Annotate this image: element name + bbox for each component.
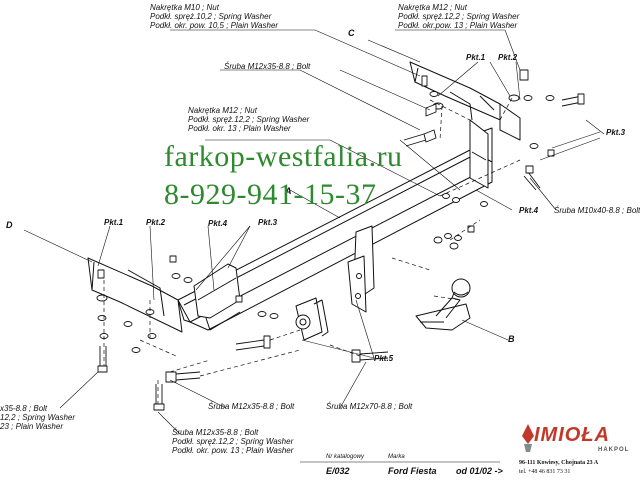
nut-m12-center-line1: Nakrętka M12 ; Nut — [188, 106, 257, 115]
bolt-left-line2: 12,2 ; Spring Washer — [0, 413, 76, 422]
bolt-m12x35-mid-label: Śruba M12x35-8.8 ; Bolt — [208, 402, 295, 411]
bolt-left-line3: 23 ; Plain Washer — [0, 422, 63, 431]
bolt-m12x70-label: Śruba M12x70-8.8 ; Bolt — [326, 402, 413, 411]
nut-m12-right-line3: Podkł. okr.pow. 13 ; Plain Washer — [398, 21, 518, 30]
part-letter-d: D — [6, 220, 13, 230]
logo-subtitle: HAKPOL — [598, 447, 630, 453]
part-letter-a: A — [285, 186, 292, 196]
brand-value: Ford Fiesta — [388, 466, 437, 476]
nut-m12-center-line2: Podkł. spręż.12,2 ; Spring Washer — [188, 115, 310, 124]
bolt-m10x40-label: Śruba M10x40-8.8 ; Bolt — [554, 206, 640, 215]
pkt5-label: Pkt.5 — [374, 354, 394, 363]
ball-mount-plates — [347, 225, 375, 313]
catalog-number-value: E/032 — [326, 466, 350, 476]
right-pkt4-label: Pkt.4 — [519, 206, 539, 215]
left-pkt2-label: Pkt.2 — [146, 218, 166, 227]
socket-plate — [295, 297, 329, 341]
watermark-site: farkop-westfalia.ru — [164, 140, 403, 173]
left-pkt3-label: Pkt.3 — [258, 218, 278, 227]
bolt-left-line1: x35-8.8 ; Bolt — [0, 404, 48, 413]
nut-m12-right-line2: Podkł. spręż.12,2 ; Spring Washer — [398, 12, 520, 21]
bolt-bottom-line1: Śruba M12x35-8.8 ; Bolt — [172, 428, 259, 437]
nut-m12-right-line1: Nakrętka M12 ; Nut — [398, 3, 467, 12]
part-letter-c: C — [348, 28, 355, 38]
watermark-phone: 8-929-941-15-37 — [164, 178, 377, 211]
nut-m10-line2: Podkł. spręż.10,2 ; Spring Washer — [150, 12, 272, 21]
nut-m12-center-line3: Podkł. okr. 13 ; Plain Washer — [188, 124, 291, 133]
tow-ball-neck — [415, 278, 471, 331]
right-side-bracket — [409, 61, 521, 189]
right-pkt2-label: Pkt.2 — [498, 53, 518, 62]
bolt-m12x35-top-label: Śruba M12x35-8.8 ; Bolt — [224, 62, 311, 71]
company-address: 96-111 Kowiesy, Chojnata 23 A — [519, 460, 599, 466]
nut-m10-line1: Nakrętka M10 ; Nut — [150, 3, 219, 12]
production-date-value: od 01/02 -> — [456, 466, 503, 476]
part-letter-b: B — [508, 334, 515, 344]
bolt-bottom-line3: Podkł. okr. pow. 13 ; Plain Washer — [172, 446, 294, 455]
left-pkt4-label: Pkt.4 — [208, 219, 228, 228]
right-pkt3-label: Pkt.3 — [606, 128, 626, 137]
catalog-number-label: Nr katalogowy — [326, 454, 365, 460]
leader-lines — [23, 29, 605, 435]
brand-label: Marka — [388, 454, 405, 460]
nut-m10-line3: Podkł. okr. pow. 10,5 ; Plain Washer — [150, 21, 279, 30]
bolt-bottom-line2: Podkł. spręż.12,2 ; Spring Washer — [172, 437, 294, 446]
right-pkt1-label: Pkt.1 — [466, 53, 486, 62]
logo-wordmark: IMIOŁA — [534, 424, 610, 446]
left-pkt1-label: Pkt.1 — [104, 218, 124, 227]
company-phone: tel. +48 46 831 73 31 — [519, 469, 571, 475]
left-side-bracket — [87, 257, 241, 333]
